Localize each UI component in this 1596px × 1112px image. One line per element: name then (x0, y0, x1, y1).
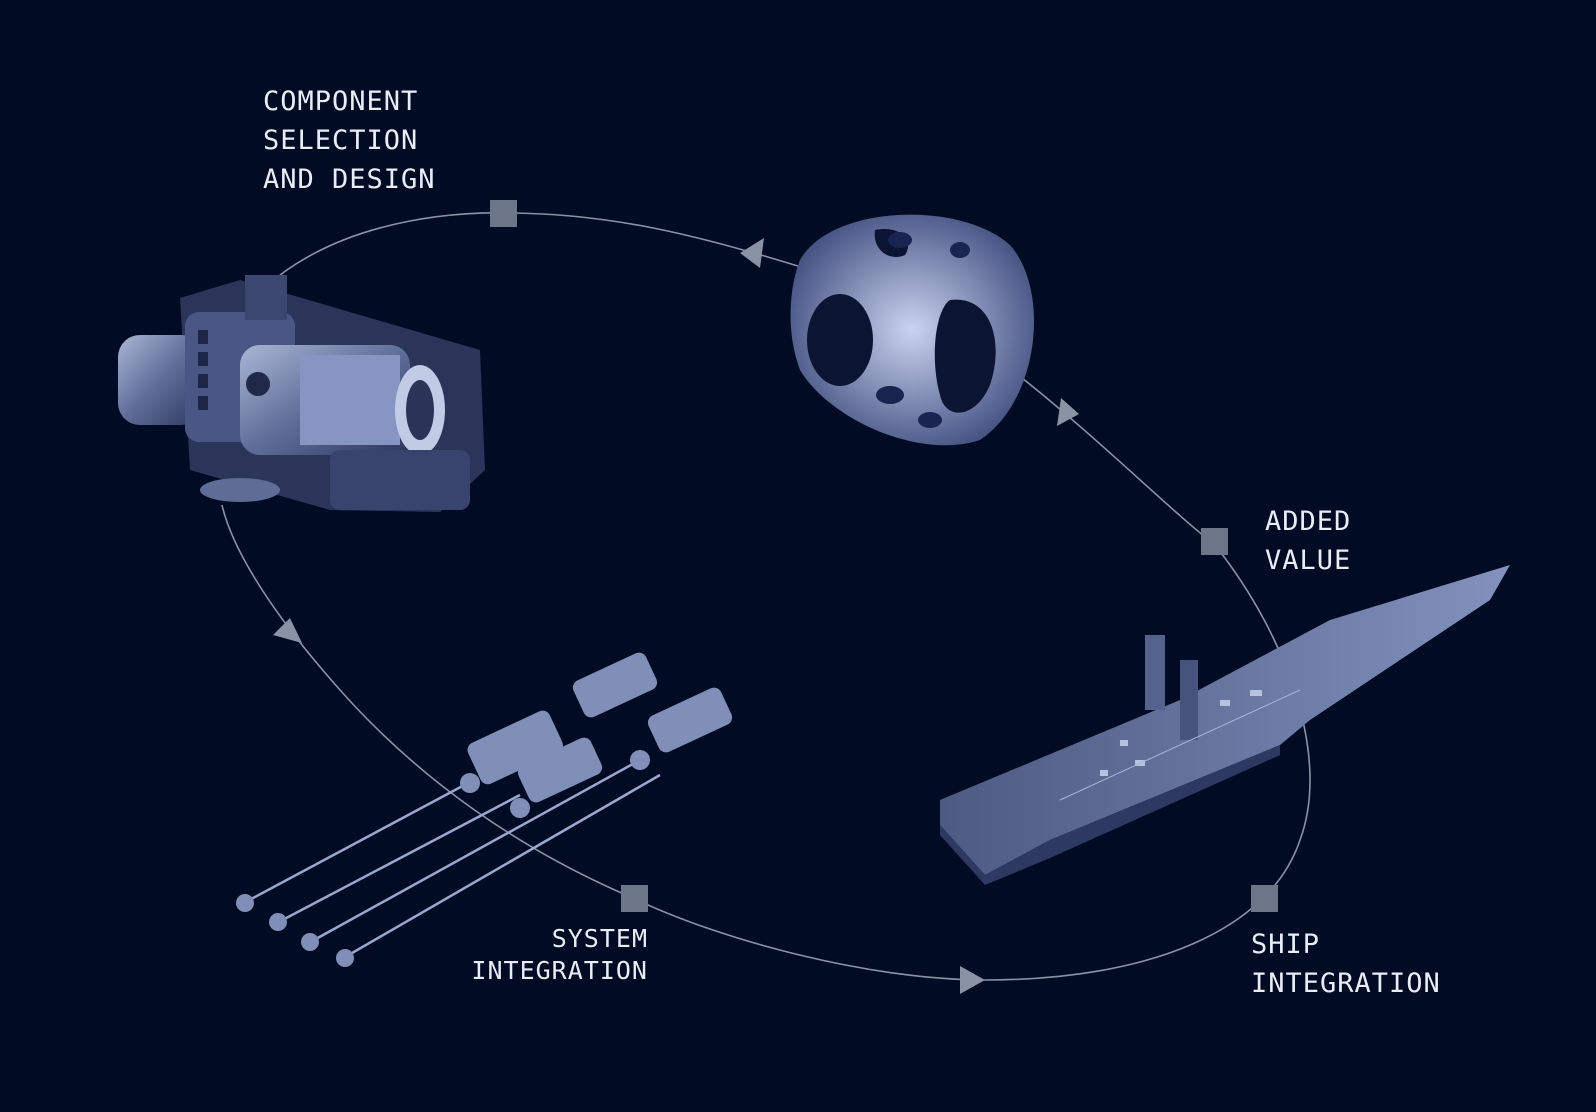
marker-added-value (1201, 528, 1228, 555)
marker-component (490, 200, 517, 227)
shaft-line-illustration (239, 758, 661, 962)
stage-label-component-selection: COMPONENT SELECTION AND DESIGN (263, 82, 436, 199)
arrowhead-right (1057, 398, 1079, 426)
marker-system (621, 885, 648, 912)
motor-assembly-illustration (118, 275, 485, 512)
bearing-housing-illustration (790, 214, 1034, 446)
shaft-line-components (236, 652, 733, 967)
label-line: SYSTEM (551, 924, 648, 953)
label-line: SHIP (1251, 929, 1321, 960)
arrowhead-left (273, 618, 302, 643)
label-line: VALUE (1265, 545, 1352, 576)
marker-ship (1251, 885, 1278, 912)
arrowhead-upper (740, 238, 764, 268)
stage-label-ship-integration: SHIP INTEGRATION (1251, 925, 1441, 1003)
label-line: ADDED (1265, 506, 1352, 537)
label-line: COMPONENT (263, 86, 419, 117)
label-line: AND DESIGN (263, 164, 436, 195)
stage-label-system-integration: SYSTEM INTEGRATION (400, 923, 648, 987)
stage-label-added-value: ADDED VALUE (1265, 502, 1351, 580)
arrowhead-bottom (960, 966, 985, 994)
label-line: SELECTION (263, 125, 419, 156)
aircraft-carrier-illustration (940, 565, 1510, 885)
label-line: INTEGRATION (1251, 968, 1441, 999)
label-line: INTEGRATION (471, 956, 648, 985)
